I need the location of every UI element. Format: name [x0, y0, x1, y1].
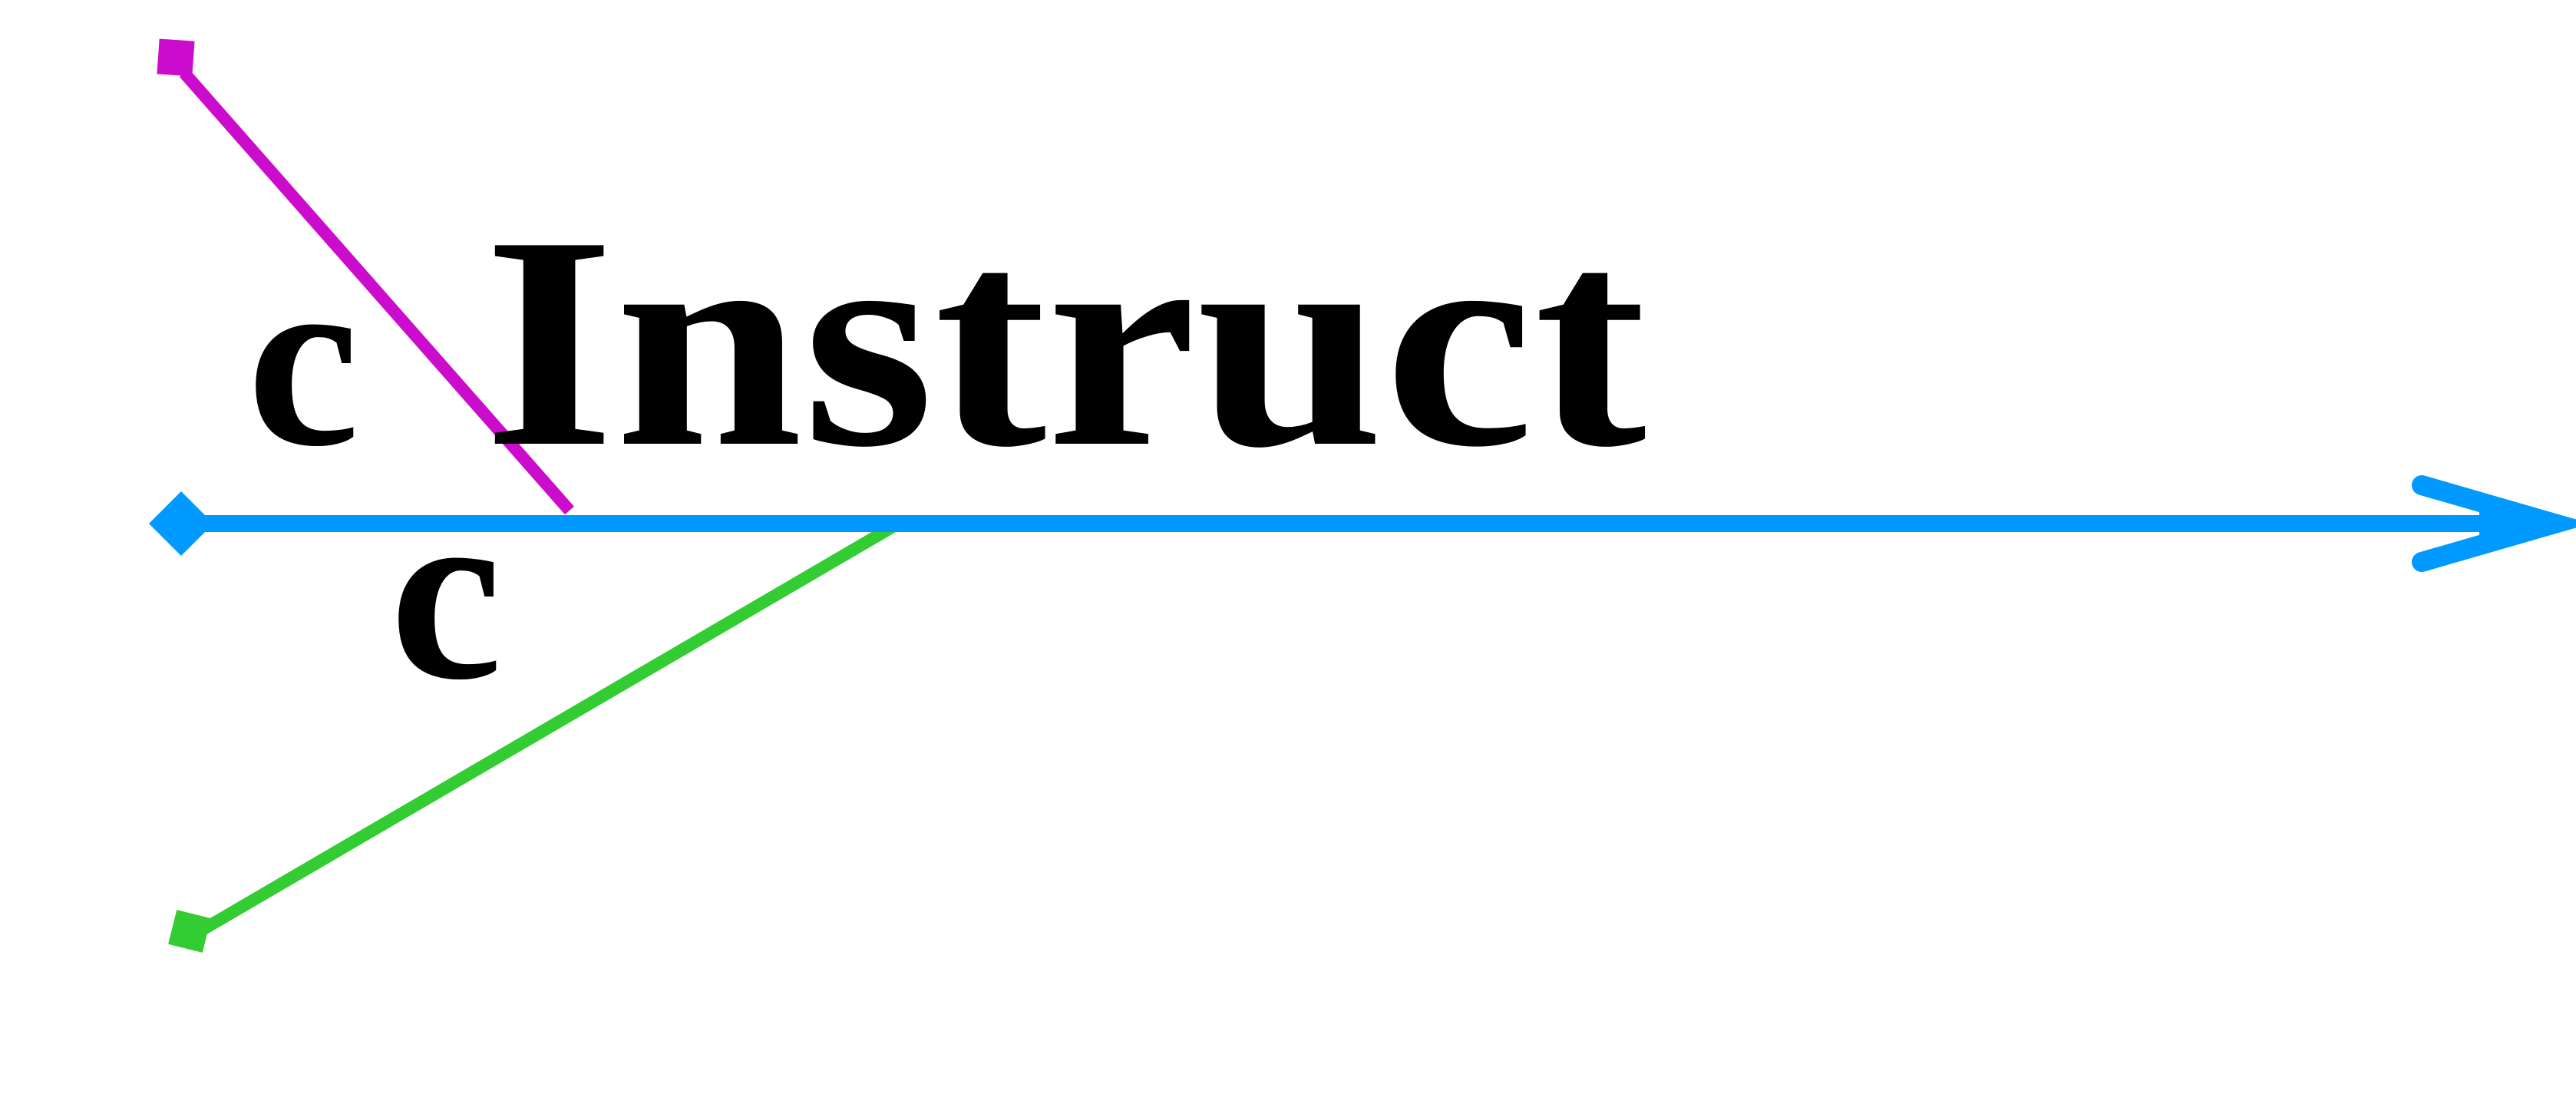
title-instruct: Instruct — [484, 174, 1650, 510]
blue-axis-arrow — [149, 475, 2576, 572]
blue-diamond-endpoint — [149, 491, 213, 556]
green-square-endpoint — [168, 910, 211, 953]
magenta-line — [157, 38, 575, 515]
label-upper-c: c — [247, 219, 359, 499]
green-line — [168, 521, 898, 953]
magenta-square-endpoint — [157, 38, 195, 77]
label-lower-c: c — [390, 452, 502, 732]
